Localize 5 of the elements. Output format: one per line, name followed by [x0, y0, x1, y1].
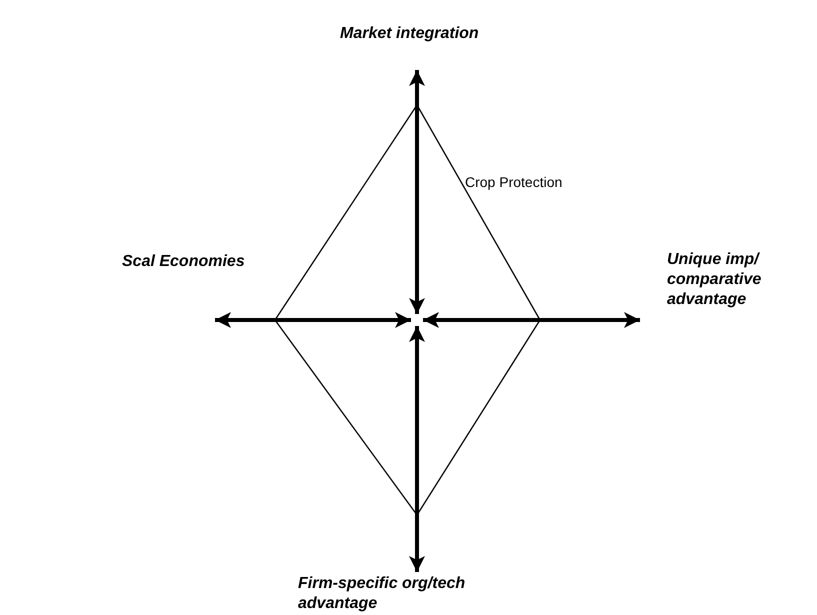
axis-label: Market integration	[340, 24, 480, 44]
axis-label: Scal Economies	[122, 252, 246, 272]
axis-label: Firm-specific org/tech advantage	[298, 574, 466, 614]
axis-label: Crop Protection	[465, 173, 564, 192]
axis-label: Unique imp/ comparative advantage	[667, 250, 762, 310]
